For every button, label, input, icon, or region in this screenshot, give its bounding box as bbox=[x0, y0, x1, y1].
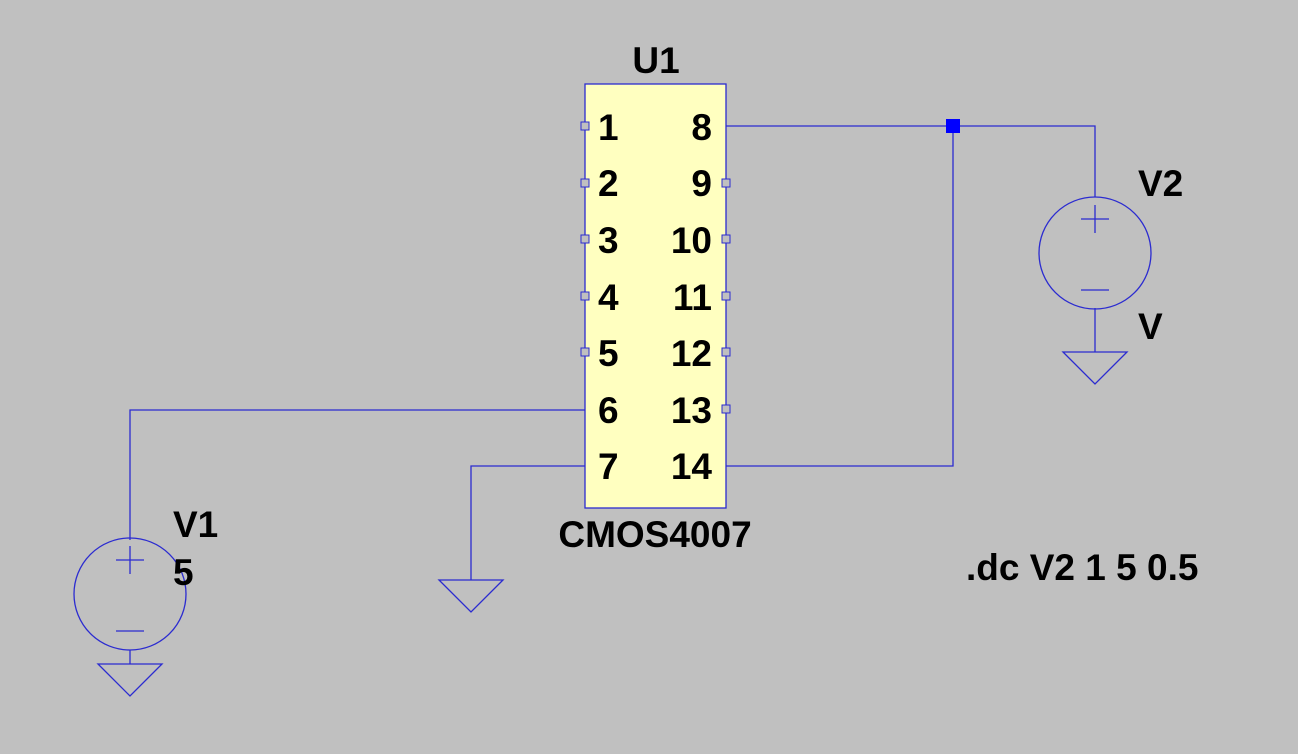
ground-symbol-v1[interactable] bbox=[96, 663, 164, 697]
v2-value: V bbox=[1138, 306, 1163, 347]
u1-pin-6: 6 bbox=[598, 390, 619, 431]
v1-value: 5 bbox=[173, 552, 194, 593]
unconnected-pin-13-marker[interactable] bbox=[721, 404, 731, 414]
unconnected-pin-1-marker[interactable] bbox=[580, 121, 590, 131]
wire-junction[interactable] bbox=[946, 119, 960, 133]
ground-symbol-pin7[interactable] bbox=[437, 579, 505, 613]
unconnected-pin-11-marker[interactable] bbox=[721, 291, 731, 301]
u1-designator: U1 bbox=[632, 40, 679, 81]
u1-pin-8: 8 bbox=[691, 107, 712, 148]
u1-pin-3: 3 bbox=[598, 220, 619, 261]
unconnected-pin-12-marker[interactable] bbox=[721, 347, 731, 357]
u1-pin-4: 4 bbox=[598, 277, 619, 318]
u1-pin-1: 1 bbox=[598, 107, 619, 148]
u1-pin-10: 10 bbox=[671, 220, 712, 261]
u1-pin-9: 9 bbox=[691, 163, 712, 204]
wire-pin6-to-v1[interactable] bbox=[129, 409, 585, 540]
v1-source-circle[interactable] bbox=[73, 537, 187, 651]
v1-designator: V1 bbox=[173, 504, 218, 545]
v2-source-circle[interactable] bbox=[1038, 196, 1152, 310]
u1-body[interactable] bbox=[584, 83, 727, 509]
u1-pin-5: 5 bbox=[598, 333, 619, 374]
unconnected-pin-4-marker[interactable] bbox=[580, 291, 590, 301]
unconnected-pin-2-marker[interactable] bbox=[580, 178, 590, 188]
u1-value: CMOS4007 bbox=[558, 514, 751, 555]
u1-pin-11: 11 bbox=[673, 277, 712, 318]
v2-designator: V2 bbox=[1138, 163, 1183, 204]
spice-directive[interactable]: .dc V2 1 5 0.5 bbox=[966, 547, 1198, 588]
wire-junction-to-pin14[interactable] bbox=[726, 126, 954, 467]
u1-pin-7: 7 bbox=[598, 446, 619, 487]
unconnected-pin-10-marker[interactable] bbox=[721, 234, 731, 244]
ground-symbol-v2[interactable] bbox=[1061, 351, 1129, 385]
unconnected-pin-5-marker[interactable] bbox=[580, 347, 590, 357]
u1-component[interactable]: U1 CMOS4007 1 2 3 4 5 6 7 8 9 10 11 12 1… bbox=[558, 40, 751, 555]
unconnected-pin-3-marker[interactable] bbox=[580, 234, 590, 244]
wire-pin7-to-ground[interactable] bbox=[470, 465, 585, 580]
unconnected-pin-9-marker[interactable] bbox=[721, 178, 731, 188]
u1-pin-14: 14 bbox=[671, 446, 713, 487]
wire-pin8-to-v2[interactable] bbox=[726, 125, 1096, 197]
u1-pin-13: 13 bbox=[671, 390, 712, 431]
v2-voltage-source[interactable]: V2 V bbox=[1038, 163, 1183, 347]
u1-pin-2: 2 bbox=[598, 163, 619, 204]
v1-voltage-source[interactable]: V1 5 bbox=[73, 504, 218, 651]
u1-pin-12: 12 bbox=[671, 333, 712, 374]
